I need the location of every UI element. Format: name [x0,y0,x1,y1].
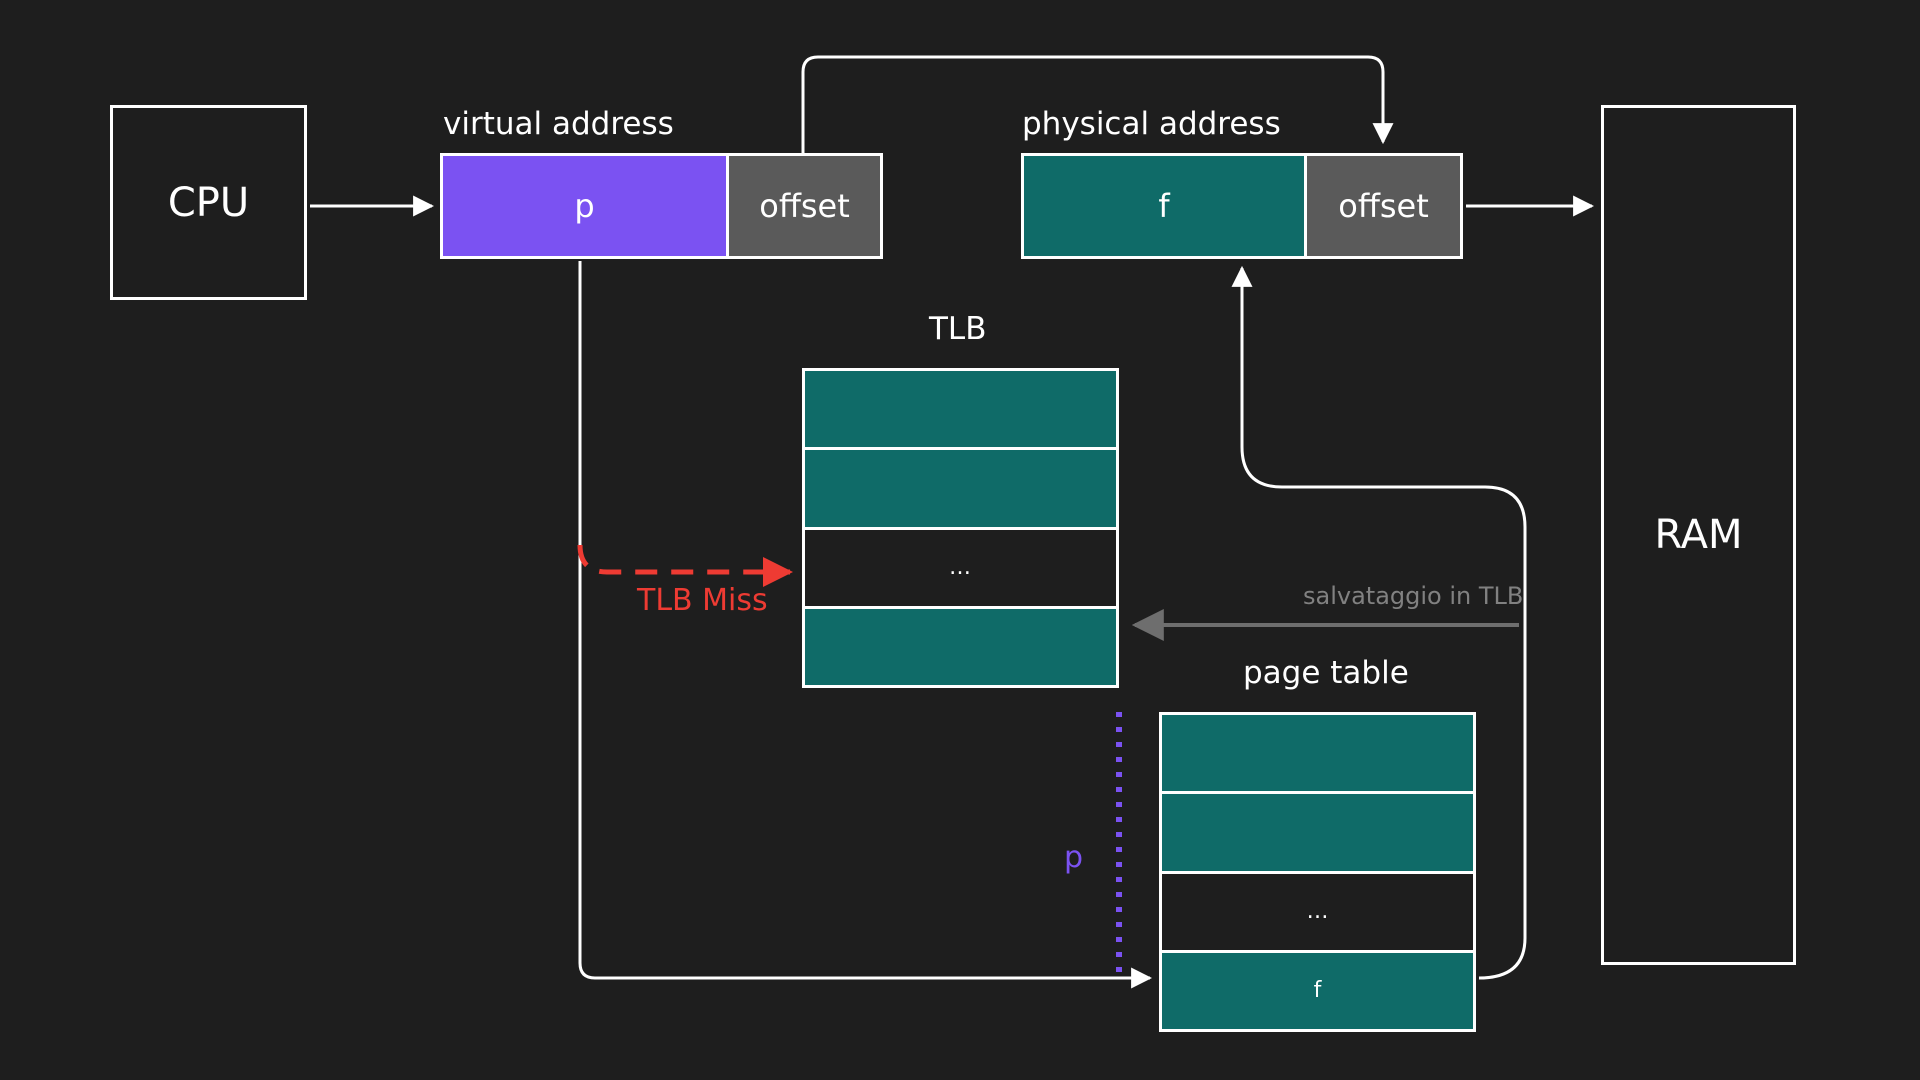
physical-address-frame-field: f [1024,156,1304,256]
virtual-address-page-label: p [574,187,595,225]
tlb-row: … [805,529,1116,609]
page-table-row-text: … [1306,899,1329,925]
virtual-address-box: p offset [440,153,883,259]
tlb-row [805,450,1116,530]
ram-box: RAM [1601,105,1796,965]
salvataggio-in-tlb-annotation: salvataggio in TLB [1303,582,1524,610]
physical-address-offset-label: offset [1338,187,1429,225]
page-table: … f [1159,712,1476,1032]
ram-label: RAM [1654,512,1743,558]
page-table-row-text: f [1313,978,1322,1004]
physical-address-offset-field: offset [1304,156,1460,256]
page-table-row: … [1162,873,1473,953]
tlb-row [805,608,1116,685]
physical-address-frame-label: f [1158,187,1170,225]
page-table-row [1162,794,1473,874]
page-table-row: f [1162,952,1473,1029]
virtual-address-offset-field: offset [726,156,880,256]
tlb-miss-annotation: TLB Miss [637,583,768,618]
physical-address-box: f offset [1021,153,1463,259]
page-table-caption: page table [1243,655,1409,691]
cpu-label: CPU [167,179,250,226]
virtual-address-caption: virtual address [443,106,674,142]
tlb-table: … [802,368,1119,688]
virtual-address-page-field: p [443,156,726,256]
arrow-tlb-miss [577,544,793,587]
tlb-caption: TLB [929,311,987,347]
page-table-row [1162,715,1473,795]
tlb-row [805,371,1116,451]
cpu-box: CPU [110,105,307,300]
page-index-annotation: p [1064,840,1084,875]
physical-address-caption: physical address [1022,106,1281,142]
virtual-address-offset-label: offset [759,187,850,225]
tlb-row-text: … [949,555,972,581]
